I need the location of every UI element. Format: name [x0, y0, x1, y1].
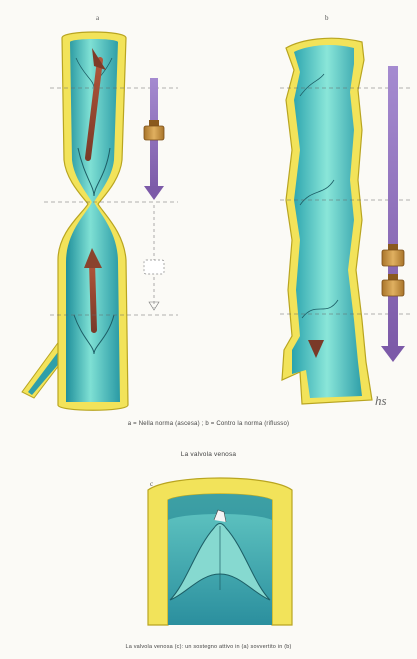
weight-b1 — [382, 250, 404, 266]
panel-letter-b: b — [325, 14, 329, 22]
caption-bottom: La valvola venosa (c): un sostegno attiv… — [0, 644, 417, 650]
weight-a-ghost — [144, 260, 164, 274]
weight-b1-cap — [388, 244, 398, 250]
flow-arrow-a-lower — [92, 262, 94, 330]
pressure-arrow-a-head — [144, 186, 164, 200]
caption-title: La valvola venosa — [0, 451, 417, 458]
vein-a — [22, 32, 128, 410]
pressure-column-a — [144, 78, 164, 310]
panel-letter-a: a — [96, 14, 100, 22]
valve-cutaway-c — [148, 478, 292, 625]
weight-b2-cap — [388, 274, 398, 280]
artist-signature: hs — [375, 393, 387, 409]
vein-a-branch-lumen — [28, 352, 62, 395]
caption-panels: a = Nella norma (ascesa) ; b = Contro la… — [0, 421, 417, 427]
weight-a — [144, 126, 164, 140]
pressure-arrow-b-head — [381, 346, 405, 362]
weight-b2 — [382, 280, 404, 296]
weight-a-cap — [149, 120, 159, 126]
pressure-arrow-b — [388, 66, 398, 350]
vein-b — [282, 38, 372, 404]
pressure-column-b — [381, 66, 405, 362]
